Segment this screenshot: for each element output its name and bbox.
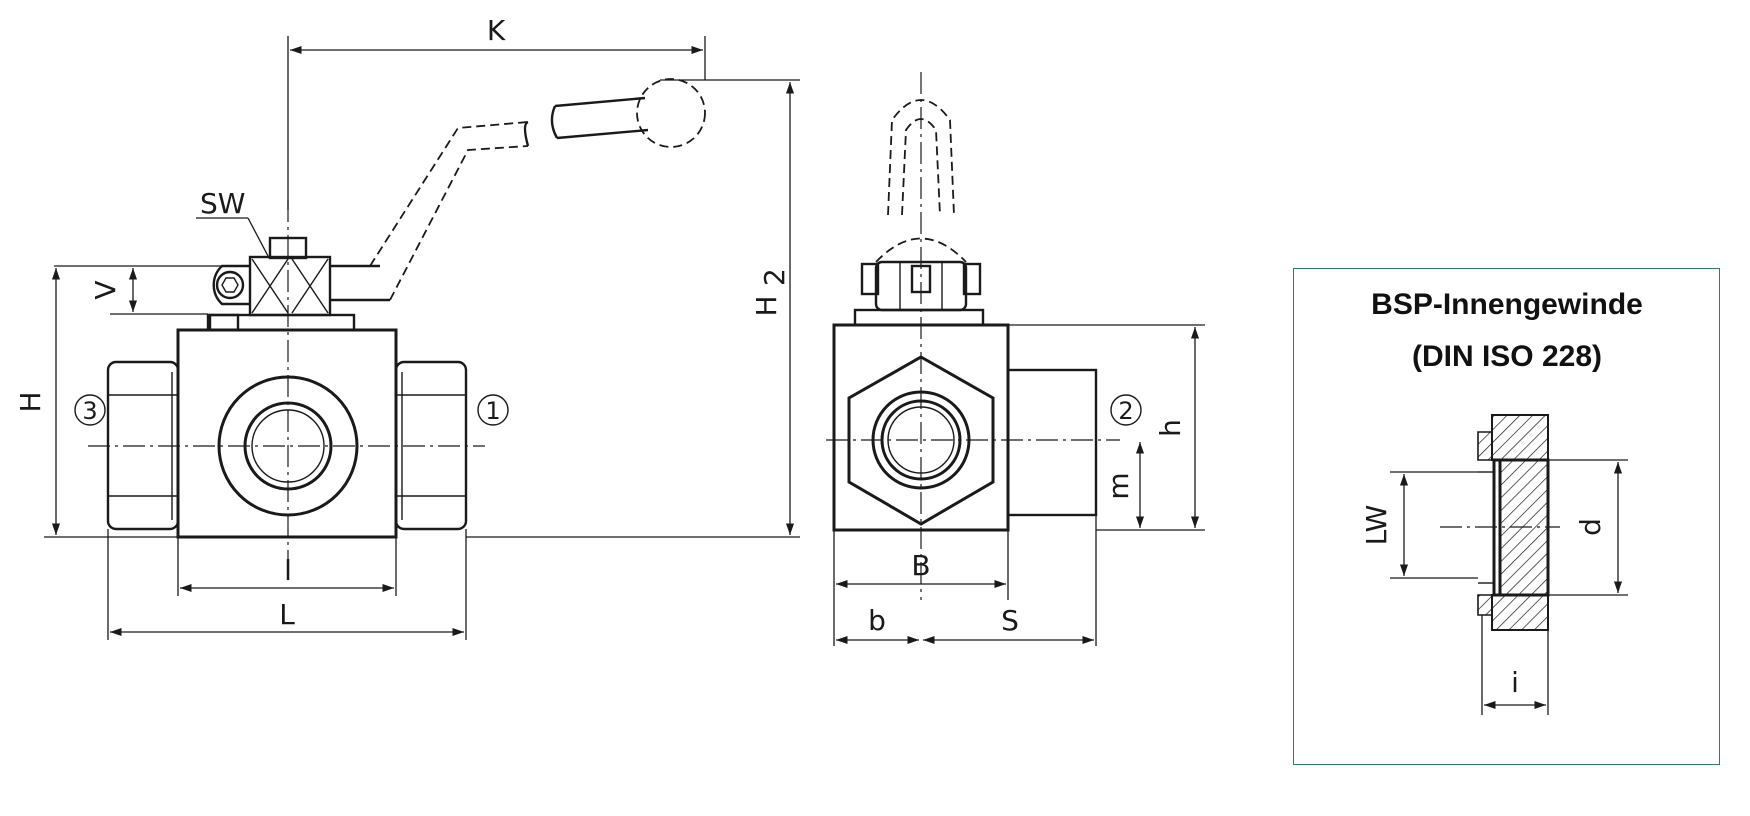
dimension-b-S: b S [836, 515, 1097, 646]
svg-text:B: B [911, 549, 930, 582]
dimension-h: h [1008, 324, 1205, 531]
thread-section [1440, 414, 1560, 631]
port-label-1: 1 [477, 394, 509, 426]
dimension-H2: H 2 [466, 79, 800, 538]
dimension-B: B [833, 530, 1009, 646]
svg-text:l: l [284, 554, 292, 587]
dimension-H: H [14, 268, 178, 538]
dimension-V: V [54, 265, 250, 315]
inset-title-line1: BSP-Innengewinde [1371, 288, 1643, 321]
svg-text:L: L [279, 598, 295, 631]
handle-outline [369, 78, 706, 301]
svg-text:1: 1 [485, 397, 500, 425]
svg-text:b: b [868, 604, 886, 637]
svg-text:i: i [1511, 666, 1519, 699]
hex-fitting [847, 355, 995, 526]
dimension-LW: LW [1360, 471, 1478, 579]
dimension-l: l [177, 537, 397, 596]
side-port-stub [1006, 368, 1098, 517]
svg-text:2: 2 [1118, 397, 1133, 425]
dimension-i: i [1481, 615, 1549, 715]
bsp-thread-inset: BSP-Innengewinde (DIN ISO 228) LW d [1360, 288, 1643, 715]
dimension-d: d [1548, 459, 1628, 596]
side-stem [853, 260, 985, 327]
svg-text:S: S [1001, 604, 1019, 637]
svg-text:H: H [14, 391, 47, 412]
inset-frame [1293, 268, 1720, 765]
svg-text:LW: LW [1360, 505, 1393, 546]
svg-text:H: H [750, 295, 783, 316]
dimension-L: L [107, 529, 467, 640]
dimension-m: m [1102, 442, 1145, 528]
port-label-2: 2 [1110, 394, 1142, 426]
svg-text:SW: SW [200, 187, 245, 220]
stem-assembly [206, 236, 390, 332]
port-label-3: 3 [74, 394, 106, 426]
svg-text:2: 2 [758, 268, 791, 286]
svg-text:h: h [1154, 419, 1187, 437]
front-view: 3 1 K SW V H [14, 14, 800, 640]
dimension-K: K [287, 14, 706, 210]
label-SW: SW [196, 187, 269, 257]
svg-text:K: K [487, 14, 506, 47]
valve-body [176, 328, 398, 539]
svg-text:d: d [1574, 518, 1607, 536]
svg-text:V: V [89, 280, 122, 299]
inset-title-line2: (DIN ISO 228) [1412, 340, 1602, 373]
side-view: 2 h m B b S [826, 72, 1205, 646]
svg-text:m: m [1102, 472, 1135, 499]
svg-text:3: 3 [82, 397, 97, 425]
